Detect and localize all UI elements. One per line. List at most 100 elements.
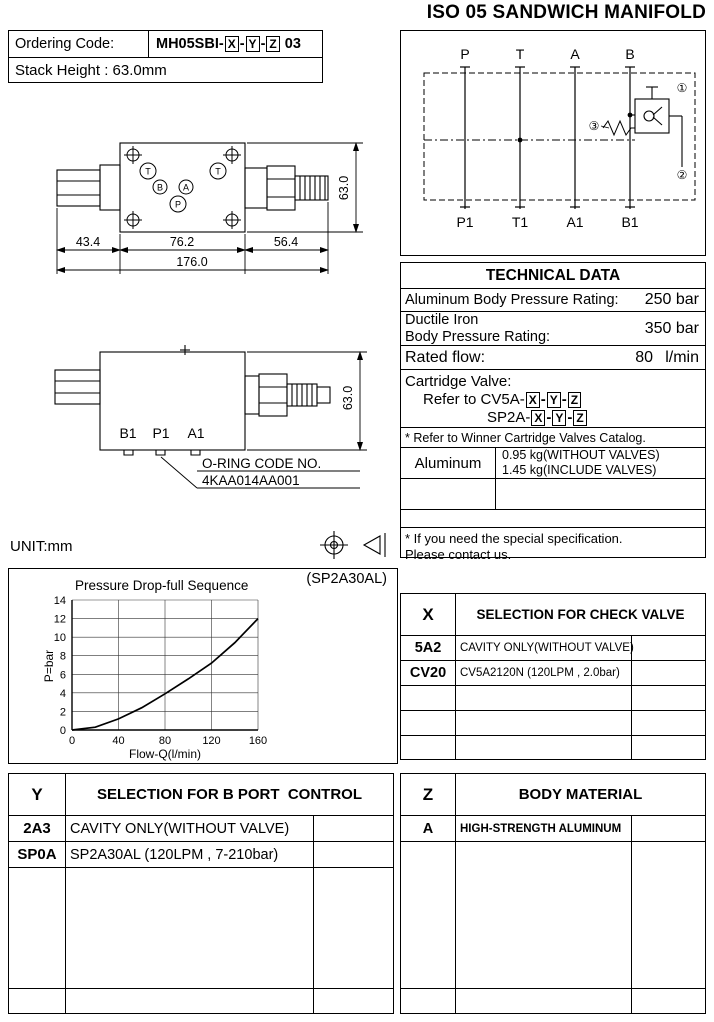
svg-text:12: 12 (54, 614, 66, 626)
selection-y-header: Y SELECTION FOR B PORT CONTROL (9, 774, 393, 816)
pressure-drop-chart-box: Pressure Drop-full Sequence (SP2A30AL) P… (8, 568, 398, 764)
schematic-port-t1: T1 (512, 214, 529, 230)
option-desc: HIGH-STRENGTH ALUMINUM (456, 816, 632, 841)
code-separator: - (567, 409, 573, 426)
svg-text:14: 14 (54, 595, 66, 607)
table-row: 5A2 CAVITY ONLY(WITHOUT VALVE) (401, 636, 705, 661)
option-code: 2A3 (9, 816, 66, 841)
table-row-empty (401, 686, 705, 711)
ductile-iron-pressure-row: Ductile Iron Body Pressure Rating: 350 b… (401, 312, 705, 346)
selection-x-title: SELECTION FOR CHECK VALVE (476, 607, 685, 622)
projection-symbols (320, 531, 386, 559)
schematic-port-p: P (460, 46, 469, 62)
port-label-p: P (175, 200, 181, 210)
table-row-empty (401, 711, 705, 736)
table-row: 2A3 CAVITY ONLY(WITHOUT VALVE) (9, 816, 393, 842)
selection-x-key: X (401, 594, 456, 635)
option-code: CV20 (401, 661, 456, 685)
projection-cone-icon (362, 533, 386, 557)
cartridge-refer-cv5a: Refer to CV5A-X-Y-Z (401, 390, 705, 408)
svg-text:8: 8 (60, 651, 66, 663)
dim-56-4: 56.4 (274, 235, 298, 249)
schematic-port-a1: A1 (566, 214, 583, 230)
side-dim-63-0: 63.0 (341, 386, 355, 410)
row-label: Aluminum Body Pressure Rating: (405, 292, 619, 308)
placeholder-y: Y (245, 36, 260, 52)
table-row: SP0A SP2A30AL (120LPM , 7-210bar) (9, 842, 393, 868)
option-code: 5A2 (401, 636, 456, 660)
row-value: 250 bar (644, 291, 699, 308)
manifold-top-view-drawing: T T B A P 43.4 76.2 56.4 176.0 63.0 (56, 142, 363, 274)
selection-y-title: SELECTION FOR B PORT CONTROL (97, 786, 362, 803)
svg-text:10: 10 (54, 632, 66, 644)
port-lines (460, 66, 635, 209)
option-desc: CV5A2120N (120LPM , 2.0bar) (456, 661, 632, 685)
target-circle-icon (320, 531, 348, 559)
ordering-code-label: Ordering Code: (9, 31, 149, 57)
code-separator: - (540, 391, 546, 408)
chart-title: Pressure Drop-full Sequence (75, 578, 249, 593)
svg-text:160: 160 (249, 735, 267, 747)
selection-x-header: X SELECTION FOR CHECK VALVE (401, 594, 705, 636)
schematic-port-t: T (516, 46, 525, 62)
ordering-code-prefix: MH05SBI- (156, 36, 224, 52)
side-port-a1: A1 (187, 425, 204, 441)
row-label: Rated flow: (405, 348, 486, 366)
technical-data-header: TECHNICAL DATA (401, 263, 705, 289)
unit-label: UNIT:mm (10, 538, 73, 555)
svg-text:2: 2 (60, 706, 66, 718)
special-spec-note: * If you need the special specification.… (401, 528, 705, 562)
hydraulic-schematic: P T A B P1 T1 A1 B1 ① ② ③ (423, 46, 696, 230)
schematic-boundary (423, 72, 696, 201)
table-row-empty (401, 736, 705, 759)
row-value: 350 bar (644, 319, 699, 337)
port-label-a: A (183, 183, 189, 193)
divider (401, 510, 705, 528)
weight-include-valves: 1.45 kg(INCLUDE VALVES) (502, 463, 657, 477)
selection-x-table: X SELECTION FOR CHECK VALVE 5A2 CAVITY O… (400, 593, 706, 760)
svg-text:0: 0 (60, 725, 66, 737)
weight-row-aluminum: Aluminum 0.95 kg(WITHOUT VALVES) 1.45 kg… (401, 448, 705, 479)
table-row-empty (9, 989, 393, 1013)
sp2a-prefix: SP2A- (487, 409, 531, 426)
rated-flow-row: Rated flow: 80 l/min (401, 346, 705, 370)
port-circles (139, 162, 227, 213)
cartridge-refer-sp2a: SP2A-X-Y-Z (401, 408, 705, 426)
table-row-empty (401, 842, 705, 989)
chart-annotation: (SP2A30AL) (306, 571, 387, 587)
schematic-port-b1: B1 (621, 214, 638, 230)
schematic-port-b: B (625, 46, 634, 62)
placeholder-z: Z (573, 410, 587, 426)
manifold-body-outline (56, 142, 329, 233)
svg-text:6: 6 (60, 669, 66, 681)
manifold-side-view-drawing: B1 P1 A1 O-RING CODE NO. 4KAA014AA001 63… (54, 345, 367, 489)
placeholder-z: Z (266, 36, 280, 52)
page-title: ISO 05 SANDWICH MANIFOLD (426, 2, 706, 23)
cartridge-valve-section: Cartridge Valve: Refer to CV5A-X-Y-Z SP2… (401, 370, 705, 428)
selection-z-header: Z BODY MATERIAL (401, 774, 705, 816)
row-label: Ductile Iron Body Pressure Rating: (405, 311, 551, 345)
selection-y-key: Y (9, 774, 66, 815)
schematic-port-p1: P1 (456, 214, 473, 230)
placeholder-z: Z (567, 392, 582, 408)
placeholder-y: Y (552, 410, 567, 426)
placeholder-x: X (525, 392, 540, 408)
callout-2: ② (677, 168, 688, 182)
weight-row-empty (401, 479, 705, 510)
table-row: CV20 CV5A2120N (120LPM , 2.0bar) (401, 661, 705, 686)
callout-3: ③ (589, 119, 600, 133)
chart-ylabel: P=bar (42, 650, 56, 682)
option-code: A (401, 816, 456, 841)
weight-values: 0.95 kg(WITHOUT VALVES) 1.45 kg(INCLUDE … (496, 448, 705, 478)
callout-1: ① (677, 81, 688, 95)
stack-height-label: Stack Height : 63.0mm (15, 61, 167, 79)
selection-z-table: Z BODY MATERIAL A HIGH-STRENGTH ALUMINUM (400, 773, 706, 1014)
bolt-hole-crosshairs (124, 146, 241, 229)
code-separator: - (239, 36, 245, 52)
selection-z-key: Z (401, 774, 456, 815)
catalog-note: * Refer to Winner Cartridge Valves Catal… (401, 428, 705, 448)
option-desc: SP2A30AL (120LPM , 7-210bar) (66, 842, 314, 867)
